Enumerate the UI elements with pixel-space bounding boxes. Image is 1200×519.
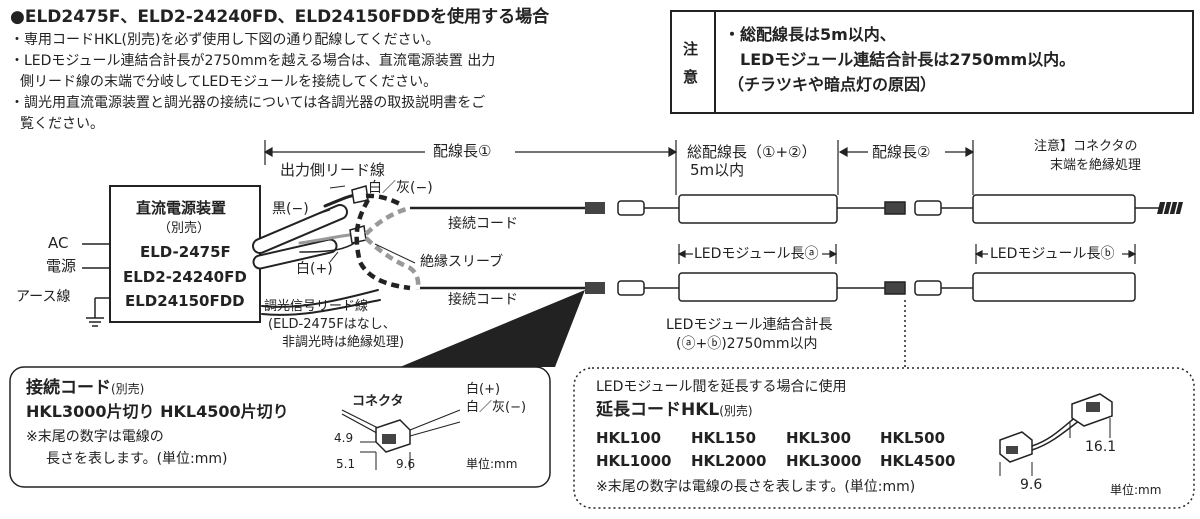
cord-dim-9-6: 9.6 [396,457,416,471]
ext-cord-drawing [999,393,1113,476]
ac-wires [82,243,110,327]
dimming-lead-3: 非調光時は絶縁処理) [282,335,405,350]
module-length-a: LEDモジュール長ⓐ [694,246,819,262]
ext-box-title-main: 延長コードHKL [596,400,720,420]
psu-model-3: ELD24150FDD [125,292,245,310]
connection-cord-label-1: 接続コード [448,216,518,232]
cord-dim-5-1: 5.1 [336,457,356,471]
ac-label-2: 電源 [46,257,77,275]
ac-label-1: AC [48,234,69,252]
bullet-line-2: ・LEDモジュール連結合計長が2750mmを越える場合は、直流電源装置 出力 [10,53,496,69]
ext-model-hkl1000: HKL1000 [596,452,672,470]
ext-model-hkl300: HKL300 [786,429,852,447]
page-title: ●ELD2475F、ELD2-24240FD、ELD24150FDDを使用する場… [10,7,550,27]
bullet-line-3: 側リード線の末端で分岐してLEDモジュールを接続してください。 [20,74,438,90]
ext-model-hkl100: HKL100 [596,429,662,447]
bullet-line-1: ・専用コードHKL(別売)を必ず使用し下図の通り配線してください。 [10,32,440,48]
ext-box-title-suffix: (別売) [719,404,753,418]
notice-line-2: LEDモジュール連結合計長は2750mm以内。 [740,50,1076,69]
cord-white-plus: 白(+) [466,382,501,397]
bullet-line-4: ・調光用直流電源装置と調光器の接続については各調光器の取扱説明書をご [10,95,486,111]
cord-dim-4-9: 4.9 [334,431,354,445]
ext-box-lead: LEDモジュール間を延長する場合に使用 [596,379,847,395]
psu-title: 直流電源装置 [136,199,227,217]
output-lead-label: 出力側リード線 [280,161,386,179]
dimming-lead-2: (ELD-2475Fはなし、 [268,317,396,332]
ext-dim-16-1: 16.1 [1085,439,1117,455]
ext-model-hkl2000: HKL2000 [691,452,767,470]
ext-unit: 単位:mm [1110,483,1162,497]
jumper-wires [354,193,421,291]
psu-model-1: ELD-2475F [140,243,231,261]
module-row-2 [617,272,1136,302]
ext-box-title: 延長コードHKL(別売) [596,402,753,419]
cord-connector-drawing [341,409,461,470]
notice-divider [714,10,716,114]
bullet-line-5: 覧ください。 [20,116,104,132]
cord-connector-label: コネクタ [352,394,404,409]
ext-model-hkl3000: HKL3000 [786,452,862,470]
ext-model-hkl4500: HKL4500 [880,452,956,470]
module-total-1: LEDモジュール連結合計長 [666,317,833,333]
insulation-sleeve-label: 絶縁スリーブ [420,254,504,270]
connection-cord-label-2: 接続コード [448,292,518,308]
connection-cords [410,202,605,294]
cord-box-note-1: ※末尾の数字は電線の [26,429,164,445]
total-wiring-1: 総配線長（①+②） [687,143,817,161]
white-gray-label: 白／灰(−) [368,180,433,196]
ext-model-hkl500: HKL500 [880,429,946,447]
ext-box-note: ※末尾の数字は電線の長さを表します。(単位:mm) [596,479,916,495]
wiring-length-2: 配線長② [872,143,931,161]
white-plus-label: 白(+) [296,261,333,277]
notice-box [670,10,1194,114]
psu-sub: （別売） [158,221,211,236]
notice-label-2: 意 [683,68,699,86]
cord-unit: 単位:mm [466,457,518,471]
cord-box-note-2: 長さを表します。(単位:mm) [46,451,228,467]
cord-box-frame [9,366,551,488]
module-length-b: LEDモジュール長ⓑ [990,246,1115,262]
dimension-lines [263,140,1137,264]
total-wiring-2: 5m以内 [690,161,745,179]
module-total-2: (ⓐ+ⓑ)2750mm以内 [676,336,818,352]
end-note-2: 末端を絶縁処理 [1050,158,1142,173]
cord-box-title-suffix: (別売) [111,382,145,396]
cord-white-gray: 白／灰(−) [466,400,527,415]
earth-label: アース線 [16,289,71,305]
ext-model-hkl150: HKL150 [691,429,757,447]
end-note-1: 注意】コネクタの [1034,139,1138,154]
cord-box-models: HKL3000片切り HKL4500片切り [26,402,289,421]
cord-box-title-main: 接続コード [26,378,111,398]
leader-lines [317,185,416,264]
black-minus-label: 黒(−) [272,201,309,217]
notice-label-1: 注 [683,40,699,58]
dimming-lead-1: 調光信号リード線 [264,299,369,314]
ext-box-frame [573,367,1195,509]
cord-callout-wedge [400,290,585,367]
notice-line-1: ・総配線長は5m以内、 [724,25,896,44]
ext-dim-9-6: 9.6 [1020,477,1043,493]
cord-box-title: 接続コード(別売) [26,380,144,397]
power-supply-box [109,185,261,323]
wiring-length-1: 配線長① [433,142,492,160]
module-row-1 [617,194,1160,224]
notice-line-3: （チラツキや暗点灯の原因） [728,75,937,94]
psu-model-2: ELD2-24240FD [123,268,247,286]
